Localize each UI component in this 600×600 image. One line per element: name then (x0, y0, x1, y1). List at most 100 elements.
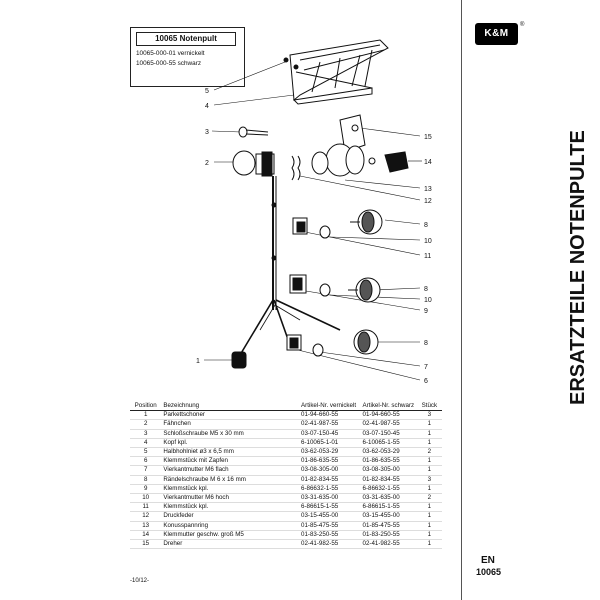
cell-qty: 3 (416, 475, 442, 485)
callout-11: 11 (424, 253, 431, 260)
cell-black: 01-94-660-55 (360, 410, 417, 421)
cell-position: 12 (130, 511, 162, 522)
brand-logo: K&M (475, 23, 518, 45)
callout-8c: 8 (424, 340, 428, 347)
head-assembly (291, 114, 409, 181)
cell-nickel: 01-82-834-55 (299, 475, 361, 485)
cell-description: Kopf kpl. (161, 438, 300, 449)
product-title: 10065 Notenpult (136, 32, 236, 46)
cell-position: 10 (130, 493, 162, 504)
cell-position: 7 (130, 465, 162, 476)
cell-description: Klemmstück mit Zapfen (161, 456, 300, 467)
exploded-diagram: 5 4 3 2 15 14 13 12 8 10 11 8 10 9 8 7 6… (196, 39, 432, 385)
cell-qty: 1 (416, 539, 442, 550)
callout-8b: 8 (424, 286, 428, 293)
music-desk (283, 39, 389, 105)
callout-12: 12 (424, 198, 432, 205)
cell-qty: 1 (416, 502, 442, 513)
callout-4: 4 (205, 103, 209, 110)
callout-13: 13 (424, 186, 432, 193)
cell-black: 6-86632-1-55 (360, 484, 417, 495)
registered-mark: ® (520, 22, 525, 28)
cell-black: 03-62-053-29 (360, 447, 417, 458)
floor-protector (231, 351, 247, 369)
cell-description: Klemmutter geschw. groß M5 (161, 530, 300, 541)
cell-nickel: 03-31-635-00 (299, 493, 361, 504)
cell-nickel: 6-86615-1-55 (299, 502, 361, 513)
callout-8a: 8 (424, 222, 428, 229)
cell-nickel: 02-41-987-55 (299, 419, 361, 430)
cell-description: Klemmstück kpl. (161, 502, 300, 513)
cell-nickel: 6-86632-1-55 (299, 484, 361, 495)
cell-black: 01-86-635-55 (360, 456, 417, 467)
callout-10b: 10 (424, 297, 432, 304)
cell-black: 03-07-150-45 (360, 429, 417, 439)
cell-description: Klemmstück kpl. (161, 484, 300, 495)
cell-black: 03-31-635-00 (360, 493, 417, 504)
variant-nickel: 10065-000-01 vernickelt (136, 50, 205, 57)
callout-15: 15 (424, 134, 432, 141)
cell-nickel: 01-94-660-55 (299, 410, 361, 421)
language-code: EN (481, 555, 495, 566)
cell-position: 6 (130, 456, 162, 467)
cell-position: 9 (130, 484, 162, 495)
cell-nickel: 03-08-305-00 (299, 465, 361, 476)
carriage-bolt (238, 126, 269, 138)
cell-qty: 2 (416, 447, 442, 458)
callout-6: 6 (424, 378, 428, 385)
cell-black: 02-41-987-55 (360, 419, 417, 430)
clamp-upper (292, 209, 383, 239)
cell-position: 1 (130, 410, 162, 421)
callout-1: 1 (196, 358, 200, 365)
cell-qty: 1 (416, 419, 442, 430)
section-title: ERSATZTEILE NOTENPULTE (567, 130, 589, 405)
cell-qty: 1 (416, 456, 442, 467)
cell-description: Vierkantmutter M6 flach (161, 465, 300, 476)
callout-14: 14 (424, 159, 432, 166)
header-description: Bezeichnung (161, 402, 300, 412)
cell-nickel: 01-85-475-55 (299, 521, 361, 531)
callout-2: 2 (205, 160, 209, 167)
cell-black: 03-08-305-00 (360, 465, 417, 476)
cell-qty: 1 (416, 511, 442, 522)
cell-description: Druckfeder (161, 511, 300, 522)
header-qty: Stück (416, 402, 442, 412)
sidebar-divider (461, 0, 462, 600)
cell-black: 01-83-250-55 (360, 530, 417, 541)
cell-description: Vierkantmutter M6 hoch (161, 493, 300, 504)
cell-black: 01-85-475-55 (360, 521, 417, 531)
cell-nickel: 03-62-053-29 (299, 447, 361, 458)
cell-description: Parkettschoner (161, 410, 300, 421)
cell-description: Rändelschraube M 6 x 16 mm (161, 475, 300, 485)
cell-qty: 1 (416, 521, 442, 531)
product-number: 10065 (476, 567, 502, 577)
cell-description: Fähnchen (161, 419, 300, 430)
variant-black: 10065-000-55 schwarz (136, 60, 202, 67)
clamp-lower (286, 329, 379, 357)
cell-qty: 3 (416, 410, 442, 421)
cell-nickel: 01-86-635-55 (299, 456, 361, 467)
callout-5: 5 (205, 88, 209, 95)
cell-qty: 1 (416, 438, 442, 449)
page-number: -10/12- (130, 578, 150, 584)
cell-black: 03-15-455-00 (360, 511, 417, 522)
cell-position: 11 (130, 502, 162, 513)
cell-nickel: 03-15-455-00 (299, 511, 361, 522)
cell-position: 13 (130, 521, 162, 531)
callout-10a: 10 (424, 238, 432, 245)
cell-description: Halbhohlniet ø3 x 6,5 mm (161, 447, 300, 458)
cell-qty: 2 (416, 493, 442, 504)
cell-nickel: 02-41-982-55 (299, 539, 361, 550)
leader-lines (204, 61, 422, 381)
callout-3: 3 (205, 129, 209, 136)
cell-position: 8 (130, 475, 162, 485)
